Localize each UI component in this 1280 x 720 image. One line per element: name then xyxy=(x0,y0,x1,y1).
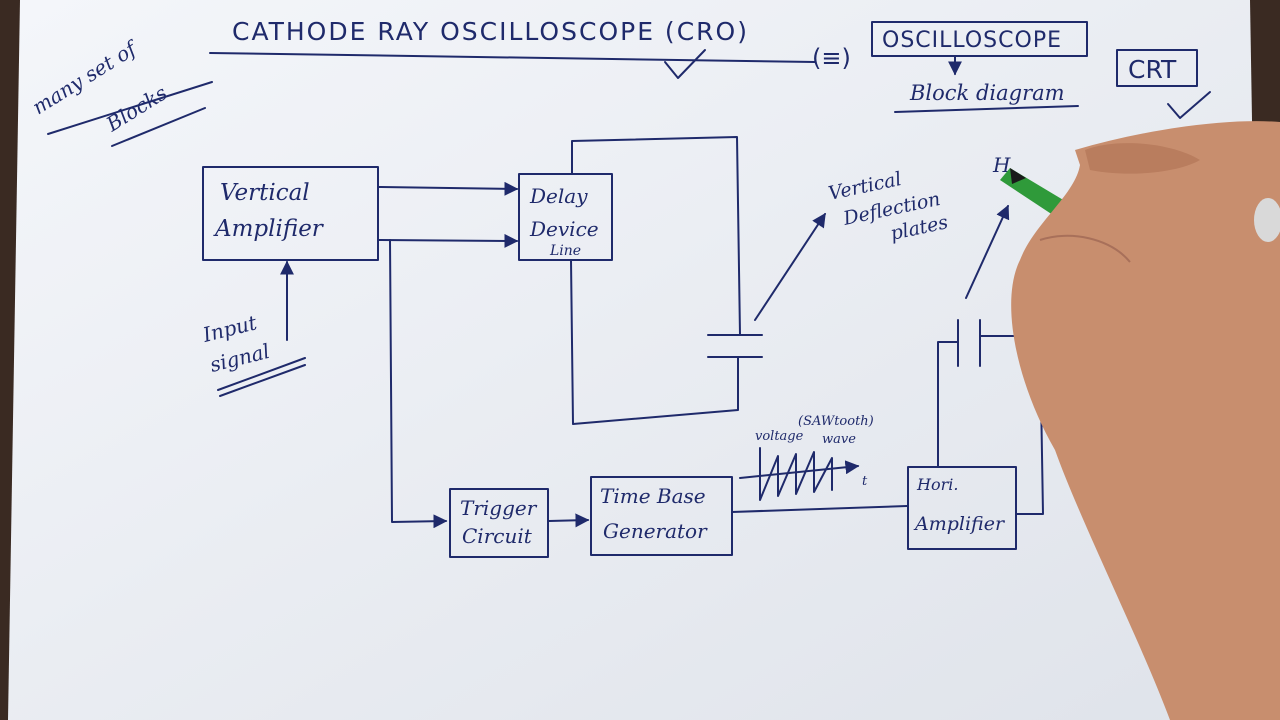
delay-line-line2: Device xyxy=(529,217,599,241)
vertical-amplifier-line2: Amplifier xyxy=(213,216,325,242)
thumb xyxy=(1085,143,1200,174)
trigger-circuit-line2: Circuit xyxy=(462,524,533,548)
trigger-to-timebase-arrow xyxy=(548,513,590,528)
vertical-amplifier-block xyxy=(202,166,379,261)
vertical-plates-pointer-arrow xyxy=(754,212,826,321)
paper-sheet xyxy=(8,0,1262,720)
hori-right-wire xyxy=(979,335,1044,515)
crt-checkmark xyxy=(1167,91,1211,119)
time-base-line1: Time Base xyxy=(600,484,706,508)
hori-left-wire xyxy=(937,341,959,468)
block-diagram-underline xyxy=(894,105,1079,113)
time-base-line2: Generator xyxy=(603,519,708,543)
ring xyxy=(1254,198,1280,242)
input-signal-underline-2 xyxy=(219,364,306,397)
hori-amplifier-line2: Amplifier xyxy=(913,513,1006,535)
title-checkmark xyxy=(664,49,706,79)
trigger-circuit-line1: Trigger xyxy=(460,496,538,520)
hori-amplifier-line1: Hori. xyxy=(916,475,958,494)
hand xyxy=(1011,121,1280,720)
sawtooth-voltage-label: voltage xyxy=(755,429,804,444)
pen-tip xyxy=(1010,168,1026,184)
vamp-to-delay-arrow-1 xyxy=(377,181,519,196)
vamp-to-trigger-wire xyxy=(389,239,448,529)
hori-amplifier-block xyxy=(907,466,1017,550)
equals-sign: (≡) xyxy=(812,44,851,72)
timebase-to-hori-wire xyxy=(731,505,908,513)
delay-to-upper-plate-wire xyxy=(571,136,741,336)
note-underline xyxy=(47,81,213,135)
sawtooth-waveform xyxy=(759,447,833,501)
input-signal-underline-1 xyxy=(217,357,306,391)
hand-holding-pen xyxy=(1000,121,1280,720)
vamp-to-delay-arrow-2 xyxy=(377,233,519,248)
crt-box xyxy=(1116,49,1198,87)
delay-line-line1: Delay xyxy=(529,184,588,208)
sawtooth-kind-label: (SAWtooth) xyxy=(798,414,874,429)
main-title: CATHODE RAY OSCILLOSCOPE (CRO) xyxy=(232,17,749,46)
sawtooth-wave-label: wave xyxy=(822,432,856,447)
time-base-generator-block xyxy=(590,476,733,556)
horizontal-plates-pointer-arrow xyxy=(965,204,1010,299)
oscilloscope-box xyxy=(871,21,1088,57)
title-underline xyxy=(209,52,816,63)
delay-line-block xyxy=(518,173,613,261)
note-underline-2 xyxy=(111,107,206,147)
block-diagram-label: Block diagram xyxy=(909,81,1065,105)
sawtooth-t-label: t xyxy=(862,474,868,489)
oscilloscope-title: OSCILLOSCOPE xyxy=(882,28,1062,53)
lower-plate-return-wire xyxy=(570,259,739,425)
crt-label: CRT xyxy=(1128,55,1177,84)
vertical-amplifier-line1: Vertical xyxy=(220,180,310,206)
partial-h-label: H xyxy=(992,153,1011,177)
knuckle-crease xyxy=(1039,234,1131,263)
delay-line-line3: Line xyxy=(549,243,581,259)
trigger-circuit-block xyxy=(449,488,549,558)
